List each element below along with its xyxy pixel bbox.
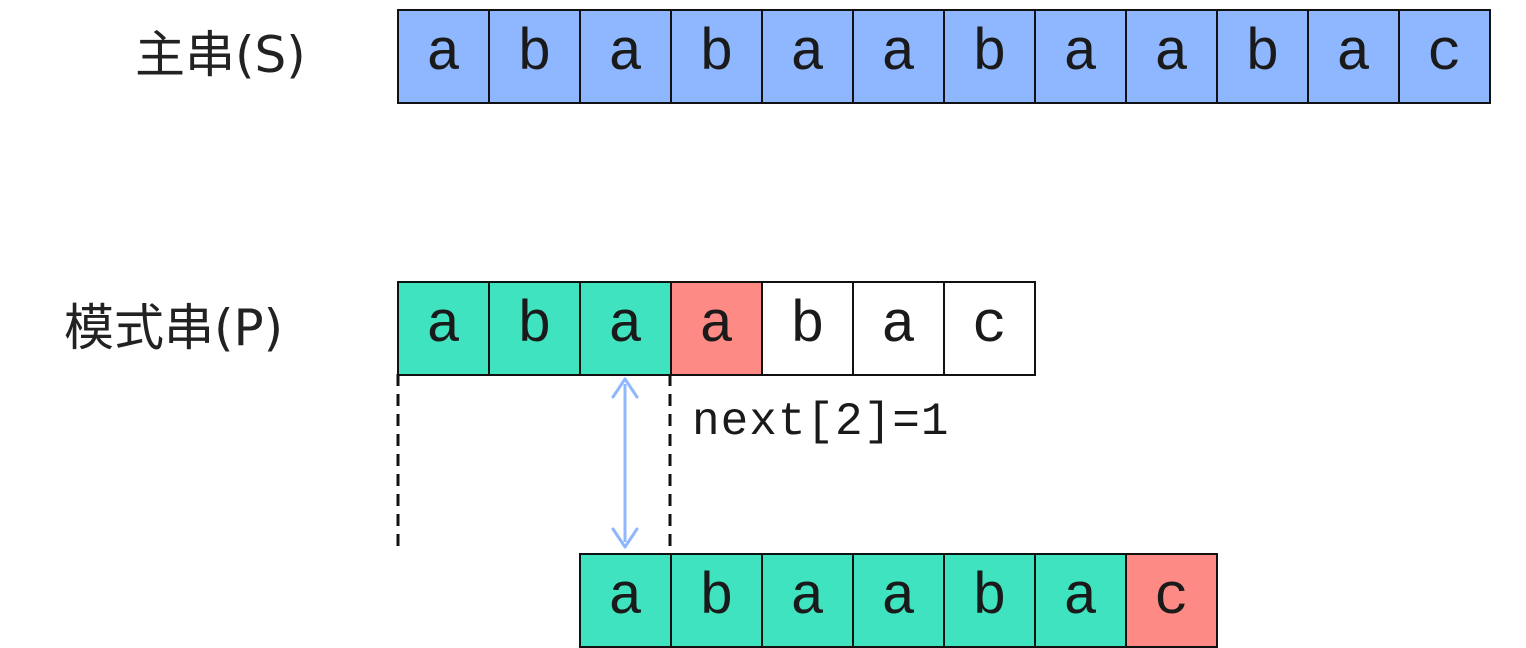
shifted-pattern-cell: b xyxy=(945,555,1036,646)
main-string-cell: a xyxy=(1309,11,1400,102)
main-string-cell: b xyxy=(490,11,581,102)
main-string-cell: a xyxy=(399,11,490,102)
main-string-cell: a xyxy=(854,11,945,102)
shifted-pattern-cell: a xyxy=(1036,555,1127,646)
pattern-string-label: 模式串(P) xyxy=(64,299,284,357)
shifted-pattern-cell: a xyxy=(854,555,945,646)
main-string-cell: b xyxy=(1218,11,1309,102)
pattern-cell: a xyxy=(672,283,763,374)
main-string-label: 主串(S) xyxy=(135,26,306,84)
main-string-cell: b xyxy=(672,11,763,102)
shifted-pattern-cell: a xyxy=(581,555,672,646)
pattern-cell: a xyxy=(581,283,672,374)
pattern-cell: b xyxy=(490,283,581,374)
pattern-cell: a xyxy=(854,283,945,374)
shifted-pattern-cell: c xyxy=(1127,555,1218,646)
shifted-pattern-cell: a xyxy=(763,555,854,646)
pattern-cell: b xyxy=(763,283,854,374)
main-string-cell: a xyxy=(1036,11,1127,102)
main-string-cell: b xyxy=(945,11,1036,102)
next-annotation: next[2]=1 xyxy=(692,396,950,448)
double-arrow-icon xyxy=(611,377,639,549)
shifted-pattern-cell: b xyxy=(672,555,763,646)
pattern-cell: a xyxy=(399,283,490,374)
main-string-cell: a xyxy=(763,11,854,102)
main-string-cell: c xyxy=(1400,11,1491,102)
pattern-cell: c xyxy=(945,283,1036,374)
main-string-cell: a xyxy=(1127,11,1218,102)
main-string-cell: a xyxy=(581,11,672,102)
